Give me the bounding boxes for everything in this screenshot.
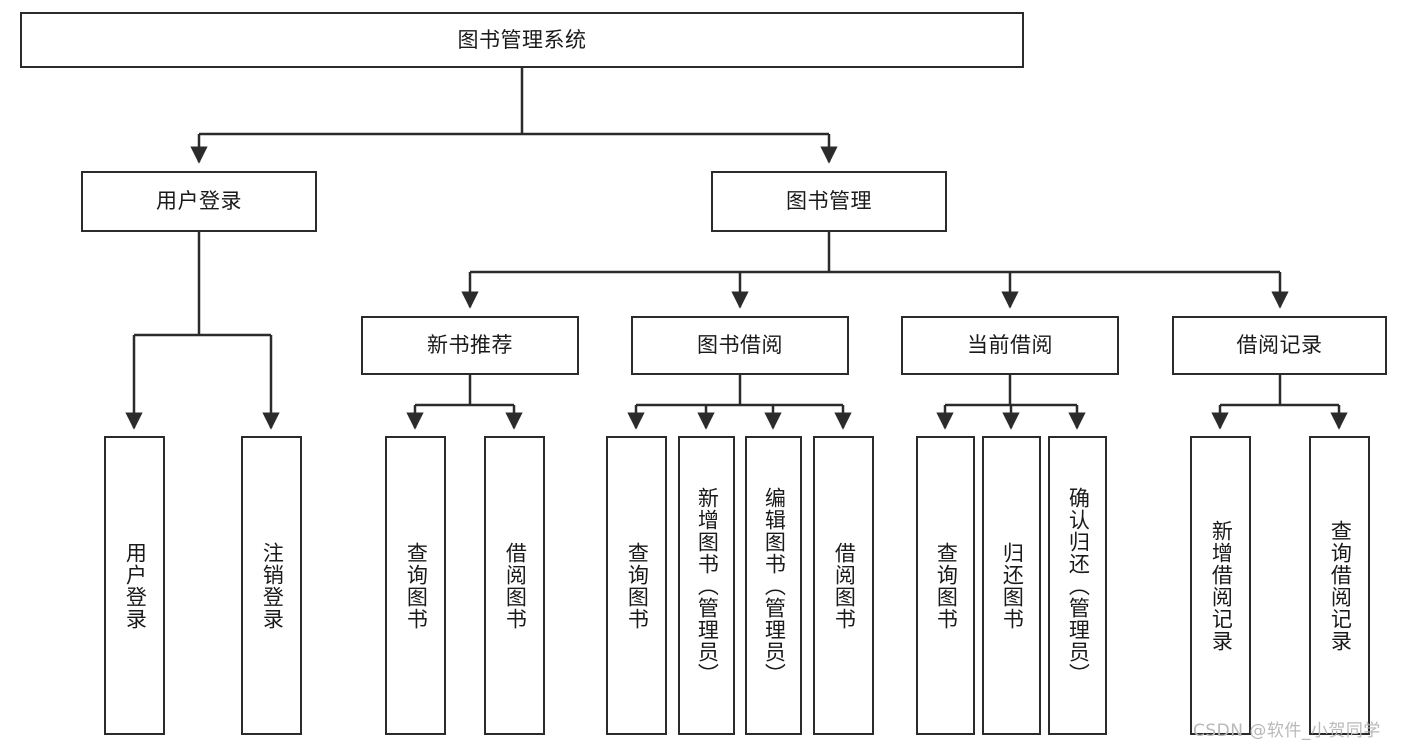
node-borrow-records-label: 借阅记录 [1236,333,1323,358]
leaf-add-book-admin-label: 新增图书（管理员） [695,486,720,685]
leaf-query-borrow-record-label: 查询借阅记录 [1328,519,1353,652]
node-root[interactable]: 图书管理系统 [20,12,1024,68]
leaf-edit-book-admin-label: 编辑图书（管理员） [762,486,787,685]
node-new-book-recommend[interactable]: 新书推荐 [361,316,579,375]
watermark: CSDN @软件_小贺同学 [1193,721,1381,741]
leaf-query-book-current-label: 查询图书 [934,541,959,630]
leaf-logout[interactable]: 注销登录 [241,436,302,735]
node-current-borrow[interactable]: 当前借阅 [901,316,1119,375]
leaf-user-login-label: 用户登录 [123,541,148,630]
node-book-borrow-label: 图书借阅 [697,333,783,358]
leaf-confirm-return-admin-label: 确认归还（管理员） [1066,486,1091,685]
leaf-query-borrow-record[interactable]: 查询借阅记录 [1309,436,1370,735]
leaf-add-borrow-record[interactable]: 新增借阅记录 [1190,436,1251,735]
node-new-book-recommend-label: 新书推荐 [427,333,513,358]
leaf-query-book-recommend[interactable]: 查询图书 [385,436,446,735]
node-user-login-label: 用户登录 [156,189,242,214]
leaf-query-book-recommend-label: 查询图书 [404,541,429,630]
leaf-add-borrow-record-label: 新增借阅记录 [1209,519,1234,652]
leaf-query-book-current[interactable]: 查询图书 [916,436,975,735]
node-book-management[interactable]: 图书管理 [711,171,947,232]
node-root-label: 图书管理系统 [457,27,587,52]
leaf-logout-label: 注销登录 [260,541,285,630]
leaf-add-book-admin[interactable]: 新增图书（管理员） [678,436,735,735]
node-book-management-label: 图书管理 [786,189,872,214]
node-book-borrow[interactable]: 图书借阅 [631,316,849,375]
node-user-login[interactable]: 用户登录 [81,171,317,232]
leaf-user-login[interactable]: 用户登录 [104,436,165,735]
leaf-edit-book-admin[interactable]: 编辑图书（管理员） [745,436,802,735]
leaf-borrow-book[interactable]: 借阅图书 [813,436,874,735]
leaf-borrow-book-recommend-label: 借阅图书 [503,541,528,630]
node-borrow-records[interactable]: 借阅记录 [1172,316,1387,375]
node-current-borrow-label: 当前借阅 [967,333,1053,358]
leaf-borrow-book-label: 借阅图书 [832,541,857,630]
leaf-borrow-book-recommend[interactable]: 借阅图书 [484,436,545,735]
leaf-query-book-borrow[interactable]: 查询图书 [606,436,667,735]
leaf-confirm-return-admin[interactable]: 确认归还（管理员） [1048,436,1107,735]
leaf-query-book-borrow-label: 查询图书 [625,541,650,630]
leaf-return-book[interactable]: 归还图书 [982,436,1041,735]
leaf-return-book-label: 归还图书 [1000,541,1025,630]
